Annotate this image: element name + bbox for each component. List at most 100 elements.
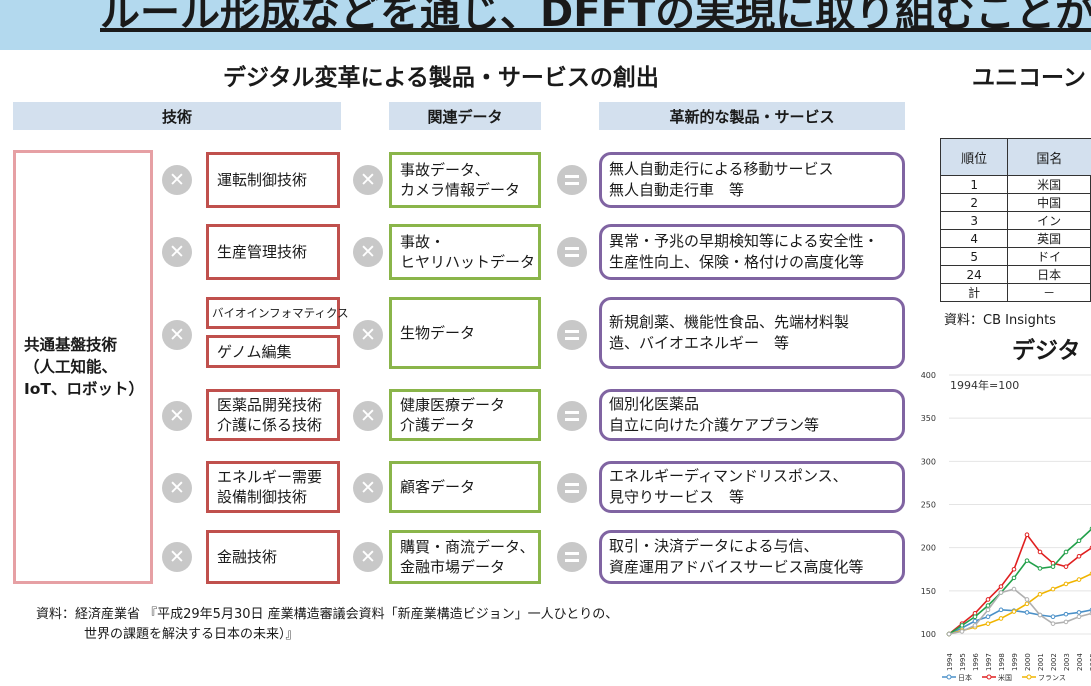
x-tick-label: 1996 (972, 653, 980, 671)
table-cell: イン (1007, 211, 1091, 230)
table-cell: 計 (939, 283, 1009, 302)
cross-icon: ✕ (353, 401, 383, 431)
y-tick-label: 250 (921, 501, 936, 510)
x-tick-label: 2003 (1063, 653, 1071, 671)
product-label: 自立に向けた介護ケアプラン等 (609, 416, 820, 434)
source-note-right: 資料：CB Insights (944, 313, 1056, 328)
equals-icon (557, 401, 587, 431)
data-point (1063, 611, 1069, 617)
tech-label: バイオインフォマティクス (212, 306, 349, 320)
data-point (1024, 601, 1030, 607)
data-point (985, 597, 991, 602)
tech-box: ゲノム編集 (206, 335, 340, 368)
tech-label: エネルギー需要 (217, 468, 323, 486)
data-label: 金融市場データ (400, 558, 506, 576)
y-tick-label: 350 (921, 414, 936, 423)
tech-label: ゲノム編集 (217, 342, 292, 361)
data-label: カメラ情報データ (400, 181, 521, 199)
header-data: 関連データ (389, 102, 541, 130)
data-label: 事故データ、 (400, 161, 490, 179)
y-tick-label: 300 (921, 457, 936, 466)
common-tech-line: （人工知能、 (24, 358, 118, 376)
legend-label: 米国 (998, 673, 1012, 682)
data-box: 事故データ、カメラ情報データ (389, 152, 541, 208)
table-header-row: 順位 国名 (939, 138, 1091, 176)
product-label: エネルギーディマンドリスポンス、 (609, 467, 848, 485)
cross-icon: ✕ (353, 165, 383, 195)
data-box: 健康医療データ介護データ (389, 389, 541, 441)
section-title: デジタル変革による製品・サービスの創出 (223, 65, 659, 91)
data-point (985, 607, 991, 613)
product-box: 異常・予兆の早期検知等による安全性・生産性向上、保険・格付けの高度化等 (599, 224, 905, 280)
tech-box: バイオインフォマティクス (206, 297, 349, 329)
table-cell: ドイ (1007, 247, 1091, 266)
product-label: 取引・決済データによる与信、 (609, 537, 819, 555)
y-tick-label: 150 (921, 587, 936, 596)
tech-box: 生産管理技術 (206, 224, 340, 280)
tech-label: 生産管理技術 (217, 243, 308, 261)
y-tick-label: 400 (921, 371, 936, 380)
data-point (1037, 591, 1043, 597)
product-box: 個別化医薬品自立に向けた介護ケアプラン等 (599, 389, 905, 441)
data-label: 購買・商流データ、 (400, 538, 535, 556)
data-label: 健康医療データ (400, 396, 506, 414)
table-cell: 24 (939, 265, 1009, 284)
table-cell: 5 (939, 247, 1009, 266)
data-point (1076, 577, 1082, 582)
data-point (1011, 566, 1017, 572)
data-label: 顧客データ (400, 478, 476, 496)
legend-label: フランス (1038, 674, 1066, 682)
x-tick-label: 2002 (1050, 653, 1058, 671)
data-box: 事故・ヒヤリハットデータ (389, 224, 541, 280)
data-point (985, 621, 991, 626)
tech-box: 金融技術 (206, 530, 340, 584)
tech-box: 運転制御技術 (206, 152, 340, 208)
data-point (1050, 614, 1056, 620)
x-tick-label: 1999 (1011, 653, 1019, 671)
y-tick-label: 200 (921, 544, 936, 553)
data-label: ヒヤリハットデータ (400, 253, 536, 271)
table-cell: 英国 (1007, 229, 1091, 248)
data-point (946, 631, 952, 637)
equals-icon (557, 473, 587, 503)
legend-marker (1026, 674, 1032, 680)
data-point (985, 614, 991, 620)
data-point (1024, 610, 1030, 615)
data-box: 生物データ (389, 297, 541, 369)
tech-label: 運転制御技術 (217, 171, 308, 189)
legend-marker (946, 674, 952, 680)
product-label: 見守りサービス 等 (609, 488, 745, 506)
equals-icon (557, 237, 587, 267)
product-label: 無人自動走行車 等 (609, 181, 745, 199)
table-cell: 2 (939, 193, 1009, 212)
product-label: 異常・予兆の早期検知等による安全性・ (609, 232, 879, 250)
data-point (1076, 610, 1082, 615)
data-point (1076, 538, 1082, 544)
header-tech: 技術 (13, 102, 341, 130)
tech-label: 金融技術 (217, 548, 278, 566)
common-tech-box: 共通基盤技術 （人工知能、 IoT、ロボット） (13, 150, 153, 584)
chart-annotation: 1994年=100 (950, 378, 1019, 392)
x-tick-label: 1998 (998, 653, 1006, 671)
table-cell: 中国 (1007, 193, 1091, 212)
banner-title: ルール形成などを通じ、DFFTの実現に取り組むことが重要 (100, 0, 1091, 36)
product-label: 無人自動走行による移動サービス (609, 160, 834, 178)
table-cell: 3 (939, 211, 1009, 230)
data-point (972, 618, 978, 624)
data-point (972, 614, 978, 620)
cross-icon: ✕ (162, 542, 192, 572)
data-point (1050, 564, 1056, 569)
table-cell: 米国 (1007, 175, 1091, 194)
data-point (1037, 549, 1043, 555)
cross-icon: ✕ (162, 237, 192, 267)
data-label: 生物データ (400, 324, 476, 342)
data-point (998, 584, 1004, 589)
data-point (1024, 532, 1030, 538)
equals-icon (557, 320, 587, 350)
